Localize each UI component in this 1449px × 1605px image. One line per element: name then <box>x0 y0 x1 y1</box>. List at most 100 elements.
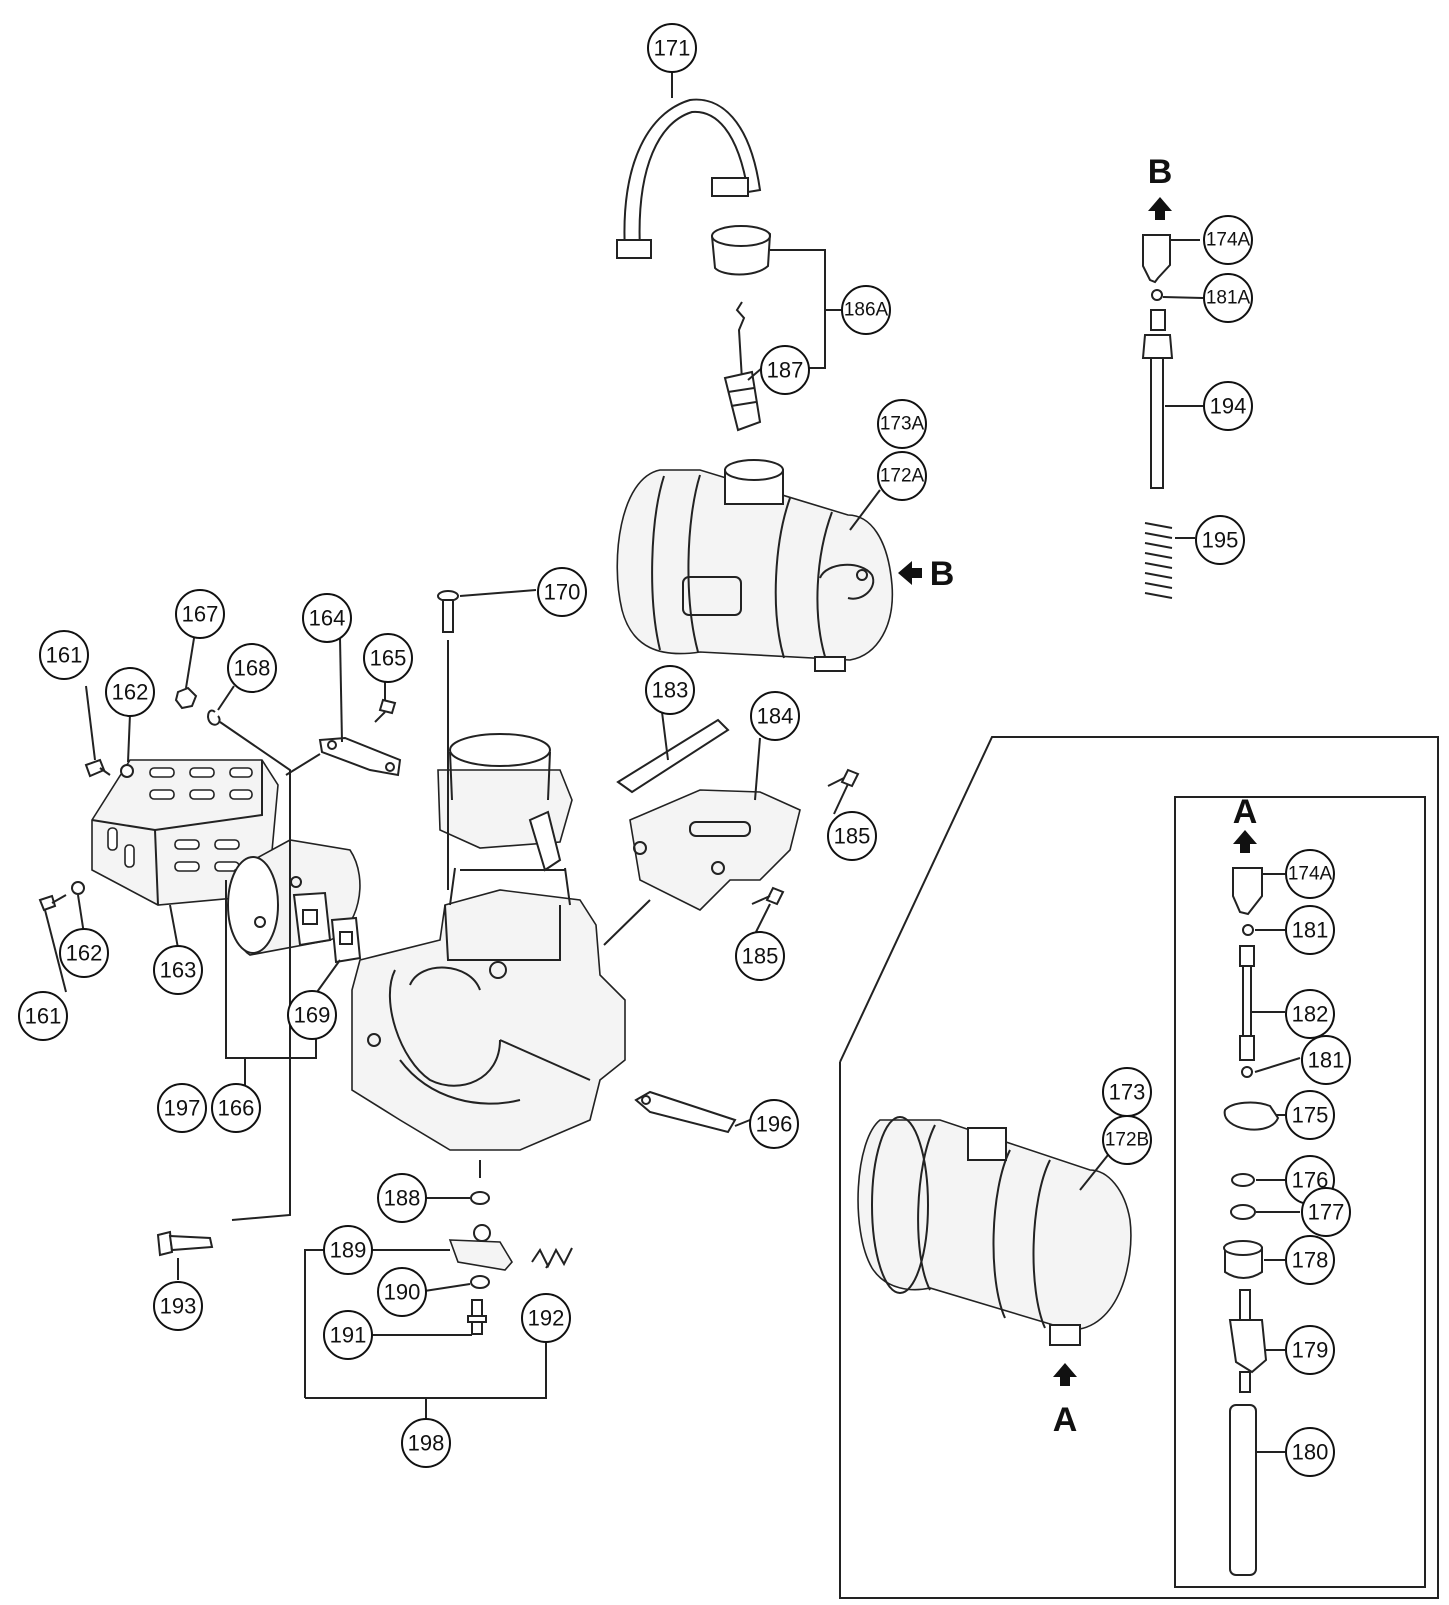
fasteners <box>38 590 860 1335</box>
callout-label: 161 <box>25 1004 62 1029</box>
callout-circle <box>59 928 109 978</box>
fuel-cap <box>710 225 772 276</box>
callout-188: 188 <box>377 1173 427 1223</box>
callout-label: 196 <box>756 1112 793 1137</box>
callout-189: 189 <box>323 1225 373 1275</box>
callout-circle <box>537 567 587 617</box>
callout-label: 161 <box>46 643 83 668</box>
callout-circle <box>1285 1427 1335 1477</box>
view-arrows <box>898 197 1257 1386</box>
fuel-tank-strap <box>616 98 762 259</box>
callout-label: 172A <box>880 466 925 487</box>
callout-circle <box>877 451 927 501</box>
inset-frame <box>839 736 1439 1599</box>
callout-label: 177 <box>1308 1200 1345 1225</box>
callout-circle <box>1285 905 1335 955</box>
callout-circle <box>287 990 337 1040</box>
callout-label: 182 <box>1292 1002 1329 1027</box>
callout-circle <box>157 1083 207 1133</box>
callout-label: 197 <box>164 1096 201 1121</box>
callout-circle <box>877 399 927 449</box>
callout-label: 172B <box>1105 1130 1149 1151</box>
callout-label: 189 <box>330 1238 367 1263</box>
callout-label: 187 <box>767 358 804 383</box>
arrow-left-b-icon <box>898 561 922 585</box>
callout-label: 173 <box>1109 1080 1146 1105</box>
control-bracket <box>629 789 801 911</box>
callout-181: 181 <box>1301 1035 1351 1085</box>
callout-164: 164 <box>302 593 352 643</box>
view-letters: B B A A <box>930 153 1258 1439</box>
callout-label: 162 <box>112 680 149 705</box>
callout-circle <box>401 1418 451 1468</box>
callout-circle <box>749 1099 799 1149</box>
callout-163: 163 <box>153 945 203 995</box>
fuel-strainer <box>723 301 762 432</box>
callout-circle <box>827 811 877 861</box>
callout-circle <box>1203 273 1253 323</box>
callout-label: 184 <box>757 704 794 729</box>
callout-circle <box>175 589 225 639</box>
callout-172A: 172A <box>877 451 927 501</box>
callout-label: 188 <box>384 1186 421 1211</box>
callout-label: 166 <box>218 1096 255 1121</box>
callout-label: 191 <box>330 1323 367 1348</box>
callout-label: 174A <box>1288 864 1333 885</box>
callout-label: 192 <box>528 1306 565 1331</box>
callout-180: 180 <box>1285 1427 1335 1477</box>
callout-circle <box>1285 1235 1335 1285</box>
callout-circle <box>377 1173 427 1223</box>
callout-171: 171 <box>647 23 697 73</box>
callout-177: 177 <box>1301 1187 1351 1237</box>
callout-187: 187 <box>760 345 810 395</box>
view-letter-b-top: B <box>1148 153 1173 191</box>
callout-label: 170 <box>544 580 581 605</box>
callout-label: 169 <box>294 1003 331 1028</box>
muffler-bracket <box>318 736 402 777</box>
callout-185: 185 <box>735 931 785 981</box>
callout-166: 166 <box>211 1083 261 1133</box>
callout-198: 198 <box>401 1418 451 1468</box>
callout-circle <box>302 593 352 643</box>
callout-circle <box>760 345 810 395</box>
callout-168: 168 <box>227 643 277 693</box>
callout-circle <box>1285 1325 1335 1375</box>
callout-label: 165 <box>370 646 407 671</box>
callout-label: 167 <box>182 602 219 627</box>
gaskets <box>292 891 362 964</box>
callout-circle <box>1203 381 1253 431</box>
callout-173A: 173A <box>877 399 927 449</box>
callout-label: 173A <box>880 414 925 435</box>
inset-tank <box>857 1116 1132 1346</box>
callout-186A: 186A <box>841 285 891 335</box>
callout-184: 184 <box>750 691 800 741</box>
carburetor-body <box>437 733 573 872</box>
callout-196: 196 <box>749 1099 799 1149</box>
callout-195: 195 <box>1195 515 1245 565</box>
callout-label: 183 <box>652 678 689 703</box>
callout-circle <box>323 1225 373 1275</box>
callout-185: 185 <box>827 811 877 861</box>
callout-190: 190 <box>377 1267 427 1317</box>
callout-circle <box>521 1293 571 1343</box>
callout-191: 191 <box>323 1310 373 1360</box>
callout-197: 197 <box>157 1083 207 1133</box>
callout-label: 162 <box>66 941 103 966</box>
callout-circle <box>1102 1115 1152 1165</box>
callout-bubbles: 171186A187173A172A174A181A19419517016116… <box>18 23 1351 1477</box>
callout-label: 195 <box>1202 528 1239 553</box>
callout-label: 163 <box>160 958 197 983</box>
muffler-guard <box>91 759 279 906</box>
callout-label: 175 <box>1292 1103 1329 1128</box>
callout-circle <box>841 285 891 335</box>
callout-circle <box>1285 989 1335 1039</box>
callout-178: 178 <box>1285 1235 1335 1285</box>
callout-circle <box>1195 515 1245 565</box>
callout-161: 161 <box>18 991 68 1041</box>
callout-circle <box>1285 1090 1335 1140</box>
callout-circle <box>647 23 697 73</box>
callout-181: 181 <box>1285 905 1335 955</box>
view-letter-a-inset: A <box>1233 793 1258 831</box>
engine-block <box>351 867 626 1151</box>
callout-circle <box>735 931 785 981</box>
